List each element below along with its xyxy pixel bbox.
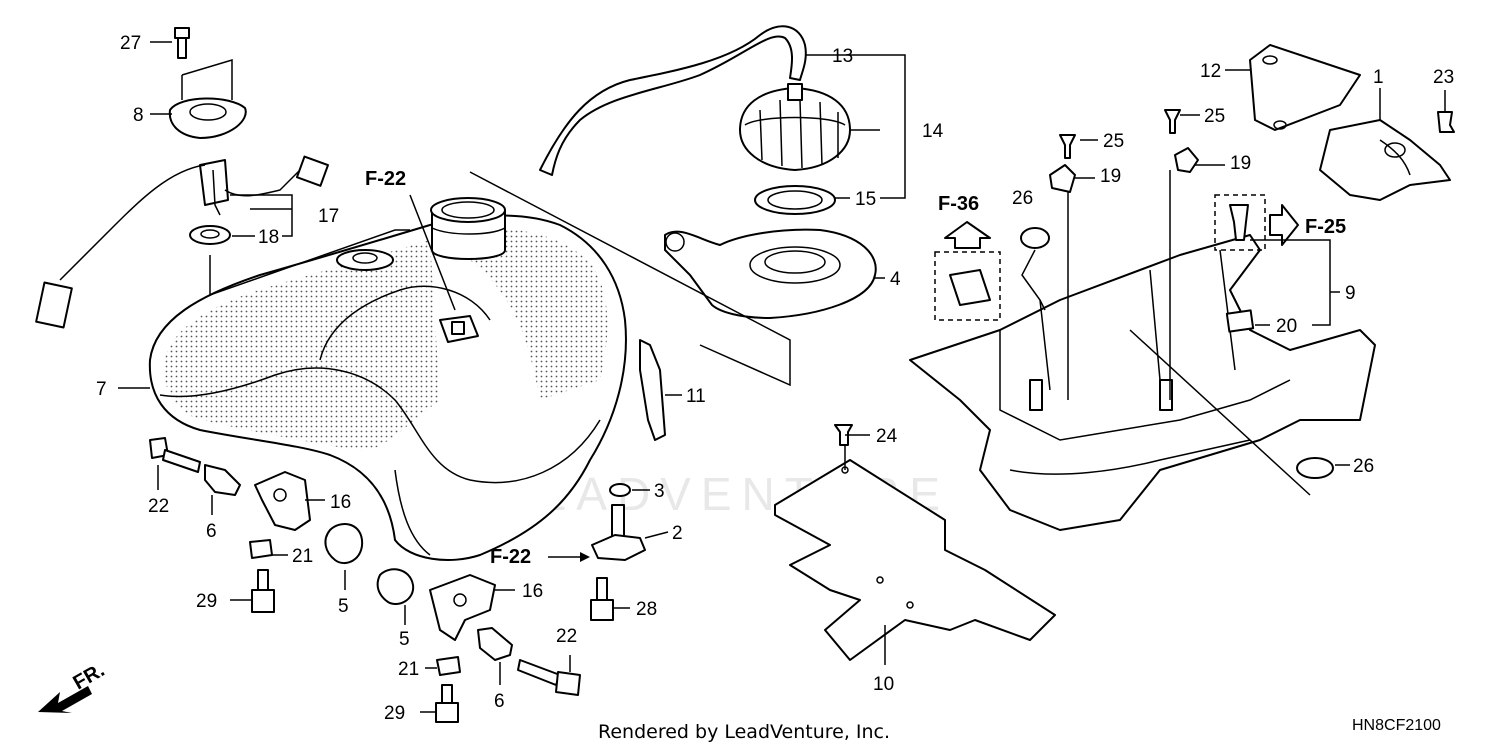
callout-19-right[interactable]: 19 bbox=[1230, 153, 1251, 174]
stay-12[interactable] bbox=[1249, 44, 1361, 131]
filler-holder-4[interactable] bbox=[664, 228, 877, 319]
callout-14[interactable]: 14 bbox=[922, 121, 944, 142]
f36-ref-box bbox=[934, 251, 1001, 321]
cushion-5-left[interactable] bbox=[324, 523, 364, 565]
clip-23[interactable] bbox=[1437, 111, 1455, 133]
fuel-cap-14[interactable] bbox=[739, 83, 851, 171]
bolt-29-left[interactable] bbox=[251, 569, 275, 613]
callout-5-left[interactable]: 5 bbox=[338, 596, 349, 617]
callout-26-top[interactable]: 26 bbox=[1012, 188, 1033, 209]
nut-21-right[interactable] bbox=[436, 656, 461, 676]
washer-3[interactable] bbox=[609, 483, 631, 497]
callout-5-right[interactable]: 5 bbox=[399, 629, 410, 650]
cushion-20[interactable] bbox=[1225, 309, 1255, 333]
bolt-22-right[interactable] bbox=[517, 659, 581, 696]
callout-10[interactable]: 10 bbox=[873, 674, 894, 695]
sensor-2[interactable] bbox=[591, 504, 646, 561]
callout-12[interactable]: 12 bbox=[1200, 61, 1221, 82]
bracket-16-right[interactable] bbox=[429, 574, 496, 641]
grommet-26-right[interactable] bbox=[1296, 457, 1334, 479]
bolt-28[interactable] bbox=[590, 577, 614, 621]
callout-4[interactable]: 4 bbox=[890, 269, 901, 290]
clip-19-a[interactable] bbox=[1049, 164, 1076, 193]
cushion-5-right[interactable] bbox=[376, 568, 415, 605]
callout-7[interactable]: 7 bbox=[96, 379, 107, 400]
callout-21-right[interactable]: 21 bbox=[398, 659, 419, 680]
callout-9[interactable]: 9 bbox=[1345, 283, 1356, 304]
bolt-22-left[interactable] bbox=[149, 437, 201, 473]
nut-21-left[interactable] bbox=[249, 539, 273, 559]
callout-15[interactable]: 15 bbox=[855, 189, 876, 210]
rivet-25-b[interactable] bbox=[1164, 109, 1181, 134]
callout-17[interactable]: 17 bbox=[318, 206, 339, 227]
callout-18[interactable]: 18 bbox=[258, 227, 279, 248]
f25-ref-box bbox=[1214, 194, 1266, 251]
under-cover-9[interactable] bbox=[909, 234, 1376, 531]
f25-right-arrow bbox=[1269, 204, 1299, 246]
callout-29-left[interactable]: 29 bbox=[196, 591, 217, 612]
callout-19-left[interactable]: 19 bbox=[1100, 166, 1121, 187]
footer-credit: Rendered by LeadVenture, Inc. bbox=[598, 721, 890, 743]
diagram-code: HN8CF2100 bbox=[1352, 717, 1441, 734]
callout-26-right[interactable]: 26 bbox=[1353, 456, 1374, 477]
breather-hose-13[interactable] bbox=[539, 25, 807, 176]
rivet-25-a[interactable] bbox=[1059, 134, 1076, 159]
callout-13[interactable]: 13 bbox=[832, 46, 853, 67]
pump-seal-18[interactable] bbox=[189, 225, 231, 245]
callout-3[interactable]: 3 bbox=[654, 481, 665, 502]
callout-6-right[interactable]: 6 bbox=[494, 691, 505, 712]
bolt-29-right[interactable] bbox=[435, 684, 459, 723]
ref-f36[interactable]: F-36 bbox=[938, 193, 979, 215]
callout-22-right[interactable]: 22 bbox=[556, 626, 577, 647]
callout-28[interactable]: 28 bbox=[636, 599, 657, 620]
clip-19-b[interactable] bbox=[1174, 147, 1199, 173]
callout-16-left[interactable]: 16 bbox=[330, 492, 351, 513]
callout-23[interactable]: 23 bbox=[1433, 67, 1454, 88]
ref-f22-bottom[interactable]: F-22 bbox=[490, 546, 531, 568]
front-label: FR. bbox=[70, 659, 109, 694]
fuel-pump-17[interactable] bbox=[35, 155, 329, 329]
bolt-24[interactable] bbox=[834, 424, 853, 446]
front-direction-marker: FR. bbox=[38, 659, 108, 713]
bracket-1[interactable] bbox=[1319, 119, 1451, 201]
callout-11[interactable]: 11 bbox=[686, 386, 706, 407]
f36-up-arrow bbox=[944, 221, 991, 249]
pump-flange-8[interactable] bbox=[168, 97, 247, 139]
ref-f22-top[interactable]: F-22 bbox=[365, 168, 406, 190]
cap-gasket-15[interactable] bbox=[754, 185, 836, 215]
callout-8[interactable]: 8 bbox=[133, 105, 144, 126]
callout-25-left[interactable]: 25 bbox=[1103, 131, 1124, 152]
ref-f25[interactable]: F-25 bbox=[1305, 216, 1346, 238]
grommet-26-top[interactable] bbox=[1020, 227, 1050, 249]
callout-20[interactable]: 20 bbox=[1276, 316, 1297, 337]
callout-6-left[interactable]: 6 bbox=[206, 521, 217, 542]
callout-1[interactable]: 1 bbox=[1373, 67, 1384, 88]
callout-25-right[interactable]: 25 bbox=[1204, 106, 1225, 127]
callout-24[interactable]: 24 bbox=[876, 426, 898, 447]
bracket-16-left[interactable] bbox=[254, 471, 311, 531]
collar-6-left[interactable] bbox=[204, 464, 241, 496]
collar-6-right[interactable] bbox=[477, 627, 513, 661]
fuel-tank-7[interactable] bbox=[148, 214, 627, 561]
callout-21-left[interactable]: 21 bbox=[292, 546, 313, 567]
callout-16-right[interactable]: 16 bbox=[522, 581, 543, 602]
bolt-27[interactable] bbox=[174, 27, 190, 59]
callout-2[interactable]: 2 bbox=[672, 523, 683, 544]
heat-plate-10[interactable] bbox=[774, 459, 1056, 661]
callout-22-left[interactable]: 22 bbox=[148, 496, 169, 517]
callout-27[interactable]: 27 bbox=[120, 33, 141, 54]
callout-29-right[interactable]: 29 bbox=[384, 703, 405, 724]
tank-connector bbox=[439, 315, 479, 343]
band-11[interactable] bbox=[639, 339, 666, 441]
filler-neck bbox=[430, 197, 506, 260]
leader-lines bbox=[118, 41, 1446, 713]
